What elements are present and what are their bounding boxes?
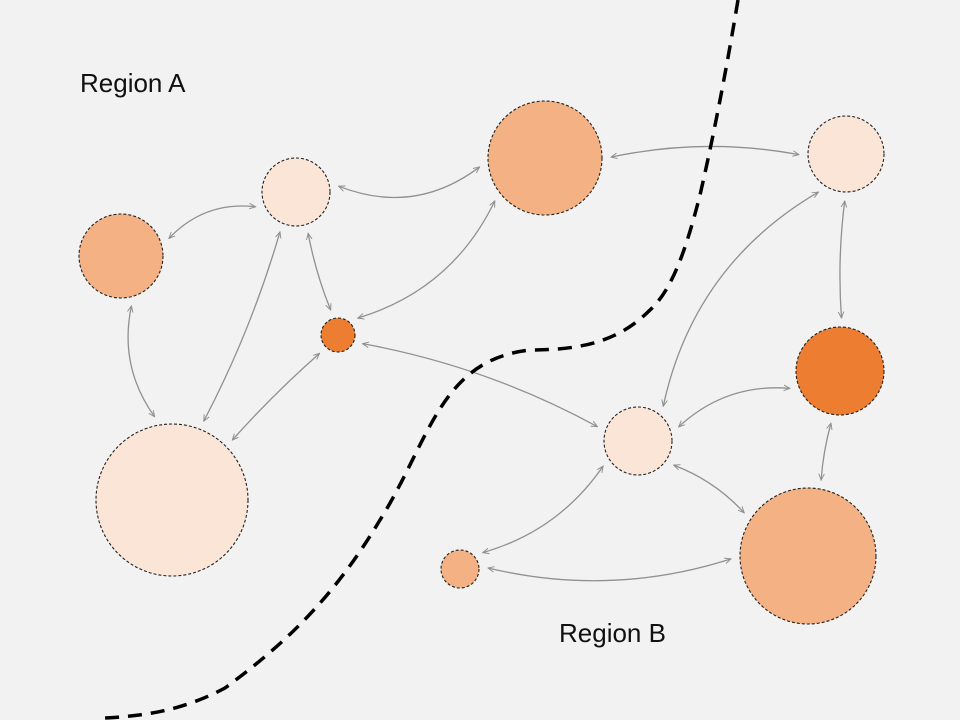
edge-a3-a5 — [128, 306, 155, 417]
region-b-label: Region B — [559, 618, 666, 648]
node-a4 — [320, 317, 356, 353]
edge-b1-b2 — [840, 201, 845, 318]
edge-layer — [128, 145, 845, 582]
edge-a4-a5 — [232, 353, 319, 440]
edge-a2-b1 — [611, 145, 799, 157]
edge-a2-a4 — [358, 201, 496, 318]
node-b3 — [603, 406, 673, 476]
region-a-label: Region A — [80, 68, 186, 98]
node-b5 — [440, 549, 480, 589]
region-boundary — [104, 0, 740, 720]
node-a1 — [261, 157, 331, 227]
edge-b2-b3 — [679, 388, 790, 427]
edge-b1-b3 — [663, 192, 818, 406]
edge-a4-b3 — [363, 344, 598, 427]
edge-a1-a5 — [203, 232, 280, 421]
edge-b5-b4 — [488, 559, 731, 582]
edge-a1-a4 — [308, 233, 331, 310]
edge-a1-a2 — [339, 167, 480, 199]
node-a5 — [95, 423, 249, 577]
edge-b3-b5 — [483, 466, 603, 553]
node-a2 — [487, 100, 603, 216]
node-b4 — [739, 487, 877, 625]
node-a3 — [78, 213, 164, 299]
node-b2 — [795, 326, 885, 416]
edge-a1-a3 — [169, 206, 256, 238]
edge-b3-b4 — [674, 465, 745, 513]
edge-b2-b4 — [821, 423, 831, 480]
node-layer — [78, 100, 885, 625]
node-b1 — [807, 115, 885, 193]
